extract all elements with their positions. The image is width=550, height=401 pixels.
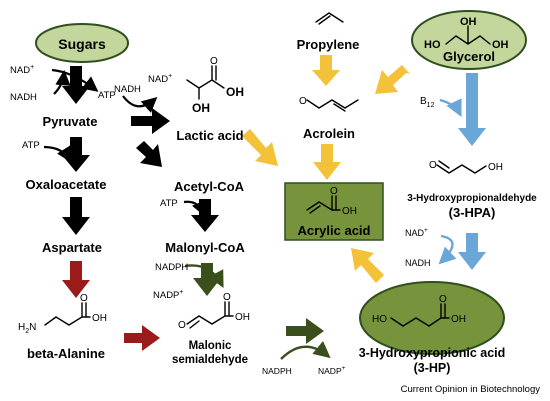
arrow-acrolein-acrylic — [313, 144, 341, 180]
cofactor-nadph-1: NADPH — [155, 262, 188, 273]
malonic-structure — [186, 301, 234, 329]
acrolein-structure — [306, 99, 359, 109]
curve-nadph-hp — [280, 340, 331, 360]
arrow-pyruvate-lactic — [131, 108, 170, 134]
node-malonic-2: semialdehyde — [172, 354, 248, 366]
atom-malonic-o-2: O — [223, 292, 231, 303]
acrylic-acid-box — [284, 182, 384, 241]
cofactor-atp-2: ATP — [22, 140, 40, 151]
node-acetyl-coa: Acetyl-CoA — [174, 179, 245, 194]
cofactor-nadph-2: NADPH — [262, 366, 292, 376]
cofactor-nad-plus-1: NAD+ — [10, 64, 34, 76]
atom-acrylic-oh: OH — [342, 206, 357, 217]
arrow-malonic-hp — [286, 318, 324, 344]
node-aspartate: Aspartate — [42, 240, 102, 255]
node-hp-2: (3-HP) — [414, 361, 451, 375]
atom-betaalanine-h2n: H2N — [18, 322, 36, 335]
node-hpa-1: 3-Hydroxypropionaldehyde — [407, 193, 537, 204]
arrow-oxaloacetate-aspartate — [62, 197, 90, 235]
node-hp-1: 3-Hydroxypropionic acid — [359, 346, 506, 360]
atom-malonic-o-1: O — [178, 320, 186, 331]
curve-atp-oxaloacetate — [43, 145, 72, 163]
node-glycerol: Glycerol — [443, 49, 495, 64]
atom-glycerol-oh-2: OH — [492, 39, 509, 51]
glycerol-oval — [411, 10, 527, 70]
node-acrolein: Acrolein — [303, 126, 355, 141]
arrow-hpa-hp — [458, 233, 486, 270]
atom-glycerol-oh-1: OH — [460, 16, 477, 28]
atom-lactic-o: O — [210, 56, 218, 67]
atom-lactic-oh-2: OH — [192, 101, 210, 115]
atom-acrylic-o: O — [330, 186, 338, 197]
cofactor-atp-1: ATP — [98, 90, 116, 101]
atom-betaalanine-oh: OH — [92, 313, 107, 324]
propylene-structure — [315, 12, 344, 23]
node-sugars: Sugars — [58, 36, 106, 52]
atom-malonic-oh: OH — [235, 312, 250, 323]
cofactor-nadp-plus-2: NADP+ — [318, 365, 346, 376]
atom-hp-oh: OH — [451, 314, 466, 325]
cofactor-b12: B12 — [420, 96, 435, 109]
node-pyruvate: Pyruvate — [43, 114, 98, 129]
atom-betaalanine-o: O — [80, 293, 88, 304]
cofactor-nad-plus-2: NAD+ — [148, 73, 172, 85]
atom-acrolein-o: O — [299, 96, 307, 107]
node-oxaloacetate: Oxaloacetate — [26, 177, 107, 192]
acrolein-double-bond — [333, 103, 346, 112]
node-propylene: Propylene — [297, 37, 360, 52]
arrow-betaalanine-malonic — [124, 325, 160, 351]
arrow-pyruvate-oxaloacetate — [62, 137, 90, 172]
propylene-double-bond — [318, 15, 331, 25]
arrow-propylene-acrolein — [312, 55, 340, 86]
cofactor-atp-3: ATP — [160, 198, 178, 209]
node-malonyl-coa: Malonyl-CoA — [165, 240, 245, 255]
arrow-glycerol-hpa — [458, 73, 486, 146]
node-beta-alanine: beta-Alanine — [27, 346, 105, 361]
cofactor-nadh-3: NADH — [405, 258, 431, 268]
curve-nadph-malonylcoa — [184, 264, 224, 288]
cofactor-nadh-2: NADH — [114, 84, 141, 95]
acrylic-acid-structure — [306, 195, 341, 214]
hpa-structure — [436, 160, 487, 174]
atom-glycerol-ho: HO — [424, 39, 441, 51]
atom-hp-o: O — [439, 294, 447, 305]
cofactor-nadp-plus-1: NADP+ — [153, 289, 184, 301]
hp-structure — [390, 303, 450, 327]
curve-nadh-lactic — [122, 95, 158, 113]
atom-hpa-o: O — [429, 160, 437, 171]
arrow-hp-acrylic — [351, 248, 384, 283]
atom-lactic-oh-1: OH — [226, 85, 244, 99]
sugars-oval — [35, 23, 129, 63]
cofactor-nadh-1: NADH — [10, 92, 37, 103]
node-lactic-acid: Lactic acid — [176, 128, 243, 143]
hp-oval — [359, 281, 505, 355]
atom-hpa-oh: OH — [488, 162, 503, 173]
atom-hp-ho: HO — [372, 314, 387, 325]
curve-nad-hpa — [438, 234, 457, 265]
node-malonic-1: Malonic — [189, 340, 232, 352]
curve-atp-acetylcoa — [183, 199, 207, 217]
arrow-sugars-pyruvate — [62, 66, 90, 104]
lactic-acid-structure — [186, 65, 225, 100]
glycerol-structure — [445, 25, 491, 45]
footer-credit: Current Opinion in Biotechnology — [401, 384, 541, 395]
curve-b12 — [439, 98, 462, 118]
arrow-aspartate-betaalanine — [62, 261, 90, 298]
arrow-glycerol-acrolein — [375, 65, 410, 94]
curve-atp-pyruvate — [53, 69, 71, 95]
arrow-malonylcoa-malonic — [193, 263, 221, 296]
node-acrylic-acid: Acrylic acid — [298, 223, 371, 238]
beta-alanine-structure — [44, 302, 91, 326]
arrow-lactic-acrylic — [242, 129, 278, 166]
arrow-pyruvate-acetylcoa — [136, 141, 162, 167]
cofactor-nad-plus-3: NAD+ — [405, 227, 428, 238]
node-hpa-2: (3-HPA) — [449, 205, 496, 220]
